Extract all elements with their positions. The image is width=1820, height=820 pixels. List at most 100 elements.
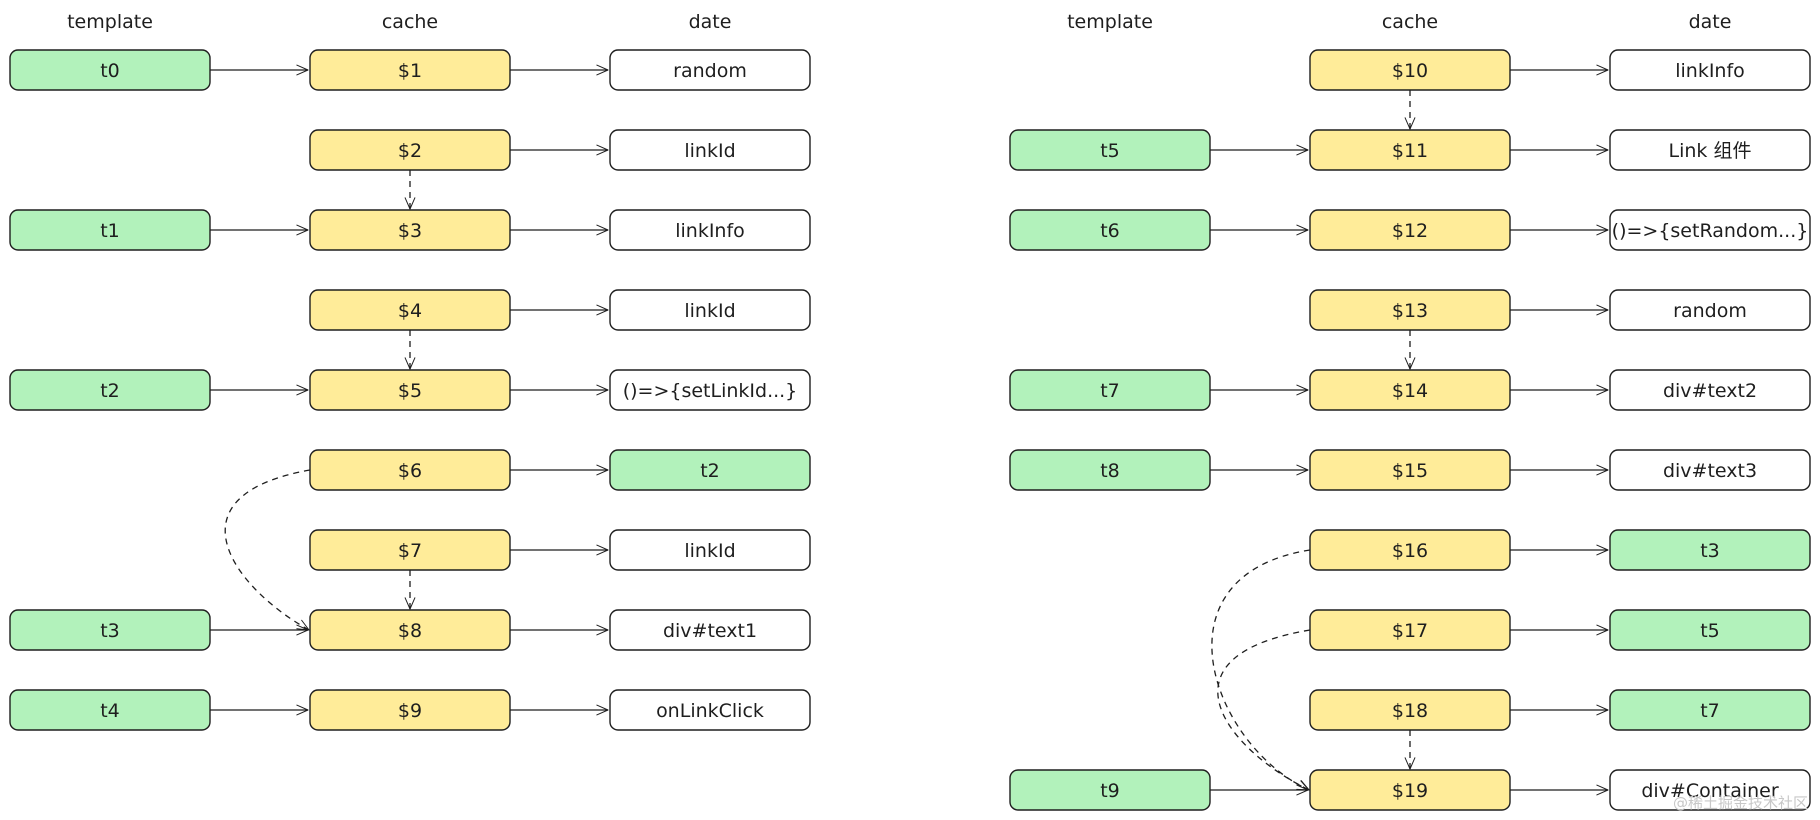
template-node-t5-label: t5 [1100, 140, 1120, 162]
data-node-8-label: div#text1 [663, 620, 757, 642]
data-node-8-shape [609, 609, 811, 651]
data-node-6-label: t2 [700, 460, 720, 482]
cache-node-2-label: $2 [398, 140, 422, 162]
cache-node-7: $7 [309, 529, 511, 571]
cache-node-12: $12 [1309, 209, 1511, 251]
cache-node-4-shape [309, 289, 511, 331]
template-node-t1-shape [9, 209, 211, 251]
cache-node-9-shape [309, 689, 511, 731]
cache-node-14: $14 [1309, 369, 1511, 411]
data-node-1-label: random [673, 60, 747, 82]
data-node-1-shape [609, 49, 811, 91]
cache-node-19-shape [1309, 769, 1511, 811]
cache-node-15: $15 [1309, 449, 1511, 491]
template-node-t4-label: t4 [100, 700, 120, 722]
data-node-16-shape [1609, 529, 1811, 571]
data-node-15-shape [1609, 449, 1811, 491]
template-node-t1: t1 [9, 209, 211, 251]
cache-node-5-shape [309, 369, 511, 411]
data-node-6: t2 [609, 449, 811, 491]
cache-node-8: $8 [309, 609, 511, 651]
data-node-9-shape [609, 689, 811, 731]
template-node-t9-label: t9 [1100, 780, 1120, 802]
cache-node-11-shape [1309, 129, 1511, 171]
template-node-t0-shape [9, 49, 211, 91]
cache-node-19-label: $19 [1392, 780, 1428, 802]
panel-1-header-data: date [689, 11, 732, 33]
data-node-19-label: div#Container [1641, 780, 1779, 802]
cache-node-1-label: $1 [398, 60, 422, 82]
template-node-t5: t5 [1009, 129, 1211, 171]
data-node-4-label: linkId [684, 300, 735, 322]
data-node-5: ()=>{setLinkId...} [609, 369, 811, 411]
template-node-t1-label: t1 [100, 220, 120, 242]
cache-node-7-label: $7 [398, 540, 422, 562]
template-node-t4-shape [9, 689, 211, 731]
cache-node-4-label: $4 [398, 300, 422, 322]
cache-node-10: $10 [1309, 49, 1511, 91]
cache-node-9: $9 [309, 689, 511, 731]
data-node-12-label: ()=>{setRandom...} [1612, 220, 1809, 242]
data-node-17: t5 [1609, 609, 1811, 651]
data-node-14-label: div#text2 [1663, 380, 1757, 402]
curved-dashed-arrow-cache-16-to-19 [1211, 549, 1311, 791]
cache-node-3: $3 [309, 209, 511, 251]
panel-2-header-data: date [1689, 11, 1732, 33]
data-node-4-shape [609, 289, 811, 331]
cache-node-17: $17 [1309, 609, 1511, 651]
data-node-18-shape [1609, 689, 1811, 731]
cache-node-13-shape [1309, 289, 1511, 331]
data-node-19: div#Container [1609, 769, 1811, 811]
cache-node-11-label: $11 [1392, 140, 1428, 162]
cache-node-1-shape [309, 49, 511, 91]
cache-node-6-shape [309, 449, 511, 491]
cache-node-16-shape [1309, 529, 1511, 571]
data-node-17-shape [1609, 609, 1811, 651]
cache-node-17-label: $17 [1392, 620, 1428, 642]
template-node-t2-shape [9, 369, 211, 411]
cache-node-2-shape [309, 129, 511, 171]
cache-node-1: $1 [309, 49, 511, 91]
data-node-6-shape [609, 449, 811, 491]
cache-node-7-shape [309, 529, 511, 571]
cache-node-4: $4 [309, 289, 511, 331]
template-node-t2-label: t2 [100, 380, 120, 402]
panel-2-header-cache: cache [1382, 11, 1438, 33]
template-node-t3: t3 [9, 609, 211, 651]
data-node-12-shape [1609, 209, 1811, 251]
template-node-t7-label: t7 [1100, 380, 1120, 402]
cache-node-12-label: $12 [1392, 220, 1428, 242]
data-node-13-label: random [1673, 300, 1747, 322]
template-node-t7: t7 [1009, 369, 1211, 411]
template-node-t9: t9 [1009, 769, 1211, 811]
data-node-18: t7 [1609, 689, 1811, 731]
cache-node-18-label: $18 [1392, 700, 1428, 722]
cache-node-9-label: $9 [398, 700, 422, 722]
data-node-2-shape [609, 129, 811, 171]
watermark-text: @稀土掘金技术社区 [1673, 794, 1808, 812]
template-node-t4: t4 [9, 689, 211, 731]
data-node-13-shape [1609, 289, 1811, 331]
template-node-t7-shape [1009, 369, 1211, 411]
template-node-t8-shape [1009, 449, 1211, 491]
data-node-16: t3 [1609, 529, 1811, 571]
cache-node-15-shape [1309, 449, 1511, 491]
template-node-t0: t0 [9, 49, 211, 91]
cache-node-15-label: $15 [1392, 460, 1428, 482]
data-node-5-shape [609, 369, 811, 411]
cache-node-6-label: $6 [398, 460, 422, 482]
cache-node-18: $18 [1309, 689, 1511, 731]
data-node-5-label: ()=>{setLinkId...} [623, 380, 798, 402]
cache-node-17-shape [1309, 609, 1511, 651]
data-node-15: div#text3 [1609, 449, 1811, 491]
cache-node-6: $6 [309, 449, 511, 491]
data-node-3-shape [609, 209, 811, 251]
data-node-17-label: t5 [1700, 620, 1720, 642]
panel-1-header-cache: cache [382, 11, 438, 33]
curved-dashed-arrow-cache-6-to-8 [224, 469, 311, 631]
cache-node-10-label: $10 [1392, 60, 1428, 82]
